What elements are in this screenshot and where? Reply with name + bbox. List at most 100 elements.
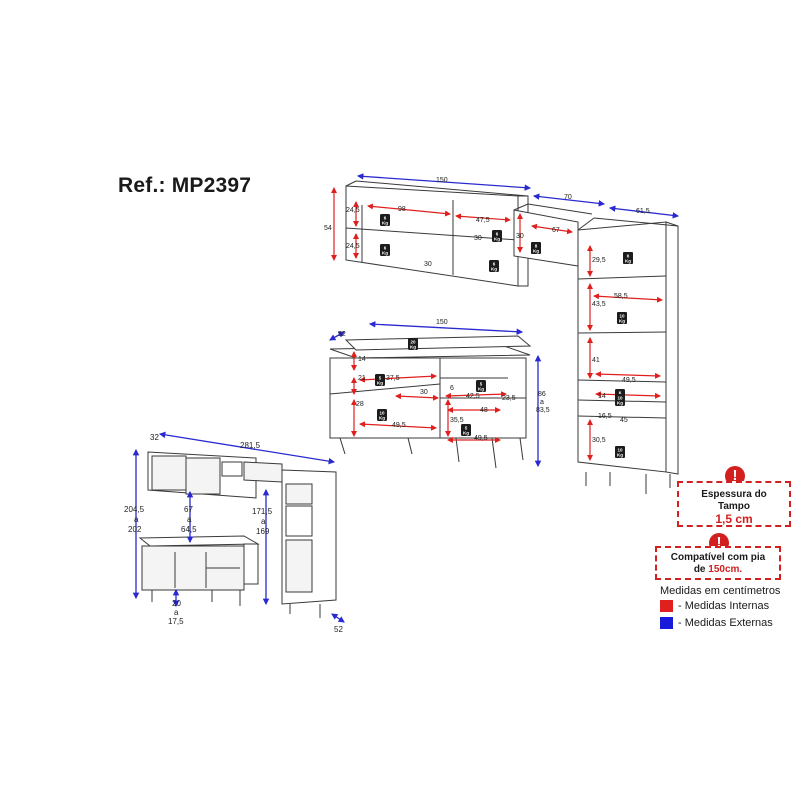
- weight-unit: Kg: [617, 453, 623, 458]
- external-dimension-lines: [132, 173, 680, 623]
- dim-base-49-5b: 49,5: [474, 435, 488, 442]
- legend-title: Medidas em centímetros: [660, 585, 781, 597]
- weight-value: 5: [480, 382, 483, 387]
- legend-internal: - Medidas Internas: [660, 600, 769, 612]
- weight-value: 6: [619, 391, 622, 396]
- weight-unit: Kg: [494, 237, 500, 242]
- dim-tall-16-5: 16,5: [598, 413, 612, 420]
- dim-top-67: 67: [552, 227, 560, 234]
- weight-tag: 6Kg: [489, 260, 499, 272]
- weight-value: 6: [496, 232, 499, 237]
- weight-value: 5: [465, 426, 468, 431]
- weight-value: 10: [617, 448, 623, 453]
- legend-external: - Medidas Externas: [660, 617, 773, 629]
- dim-top-54: 54: [324, 225, 332, 232]
- weight-unit: Kg: [379, 416, 385, 421]
- weight-unit: Kg: [617, 401, 623, 406]
- tall-oven-tower: [577, 217, 679, 494]
- sink-compat-note: Compatível com pia de 150cm.: [655, 546, 781, 580]
- weight-unit: Kg: [463, 431, 469, 436]
- kitchen-overview: [138, 451, 337, 618]
- dim-ov-20: 20: [172, 599, 181, 608]
- dim-base-23-5: 23,5: [502, 395, 516, 402]
- dim-ov-a2: a: [187, 515, 192, 524]
- dimension-labels: 150 70 61,5 54 24,5 24,5 98 47,5 30 30 3…: [124, 177, 650, 634]
- dim-top-30b: 30: [424, 261, 432, 268]
- external-swatch: [660, 617, 673, 629]
- dim-base-35-5: 35,5: [450, 417, 464, 424]
- weight-unit: Kg: [625, 259, 631, 264]
- dim-top-30c: 30: [516, 233, 524, 240]
- dim-tall-14: 14: [598, 393, 606, 400]
- weight-value: 10: [379, 411, 385, 416]
- weight-tag: 5Kg: [461, 424, 471, 436]
- dim-ov-17-5: 17,5: [168, 617, 184, 626]
- weight-value: 10: [617, 396, 623, 401]
- dim-top-24-5a: 24,5: [346, 207, 360, 214]
- pia-line1: Compatível com pia: [670, 552, 766, 563]
- weight-tag: 6Kg: [492, 230, 502, 242]
- dim-top-61-5: 61,5: [636, 208, 650, 215]
- weight-unit: Kg: [478, 387, 484, 392]
- dim-ov-169: 169: [256, 527, 270, 536]
- tampo-value: 1,5 cm: [715, 512, 753, 526]
- dim-ov-64-5: 64,5: [181, 525, 197, 534]
- weight-tag: 6Kg: [380, 244, 390, 256]
- dim-tall-30-5: 30,5: [592, 437, 606, 444]
- dim-base-30: 30: [420, 389, 428, 396]
- dim-base-21: 21: [358, 375, 366, 382]
- weight-tag: 5Kg: [375, 374, 385, 386]
- dim-ov-67: 67: [184, 505, 193, 514]
- dim-top-24-5b: 24,5: [346, 243, 360, 250]
- weight-tag: 6Kg: [380, 214, 390, 226]
- legend-external-label: - Medidas Externas: [678, 617, 773, 629]
- tampo-thickness-note: Espessura do Tampo 1,5 cm: [677, 481, 791, 527]
- dim-base-48: 48: [480, 407, 488, 414]
- dim-base-6: 6: [450, 385, 454, 392]
- dim-base-52: 52: [338, 331, 346, 338]
- weight-unit: Kg: [377, 381, 383, 386]
- legend-internal-label: - Medidas Internas: [678, 600, 770, 612]
- weight-tag: 5Kg: [476, 380, 486, 392]
- weight-unit: Kg: [491, 267, 497, 272]
- dim-ov-204-5: 204,5: [124, 505, 145, 514]
- weight-unit: Kg: [410, 345, 416, 350]
- internal-dimension-lines: [331, 187, 663, 461]
- weight-value: 6: [627, 254, 630, 259]
- pia-value: 150cm.: [708, 564, 743, 575]
- weight-unit: Kg: [619, 319, 625, 324]
- dim-tall-49-5: 49,5: [622, 377, 636, 384]
- dim-top-30a: 30: [474, 235, 482, 242]
- dim-base-a: a: [540, 399, 544, 406]
- dim-ov-a3: a: [261, 517, 266, 526]
- dim-ov-52: 52: [334, 625, 343, 634]
- weight-value: 6: [384, 246, 387, 251]
- weight-unit: Kg: [382, 221, 388, 226]
- weight-unit: Kg: [533, 249, 539, 254]
- dim-top-47-5: 47,5: [476, 217, 490, 224]
- pia-prefix: de: [693, 564, 709, 575]
- dim-ov-171-5: 171,5: [252, 507, 273, 516]
- tampo-line2: Tampo: [717, 501, 751, 512]
- weight-value: 5: [379, 376, 382, 381]
- dim-tall-58-5: 58,5: [614, 293, 628, 300]
- weight-value: 6: [384, 216, 387, 221]
- weight-tag: 6Kg: [623, 252, 633, 264]
- weight-tags: 6Kg6Kg6Kg6Kg6Kg6Kg6Kg6Kg20Kg5Kg5Kg10Kg5K…: [375, 214, 633, 458]
- dim-base-49-5a: 49,5: [392, 422, 406, 429]
- dim-tall-43-5: 43,5: [592, 301, 606, 308]
- dim-base-150: 150: [436, 319, 448, 326]
- weight-value: 6: [493, 262, 496, 267]
- weight-unit: Kg: [382, 251, 388, 256]
- dim-tall-29-5: 29,5: [592, 257, 606, 264]
- reference-title: Ref.: MP2397: [118, 174, 252, 197]
- internal-swatch: [660, 600, 673, 612]
- dim-base-14: 14: [358, 356, 366, 363]
- dim-tall-45: 45: [620, 417, 628, 424]
- tampo-line1: Espessura do: [701, 489, 767, 500]
